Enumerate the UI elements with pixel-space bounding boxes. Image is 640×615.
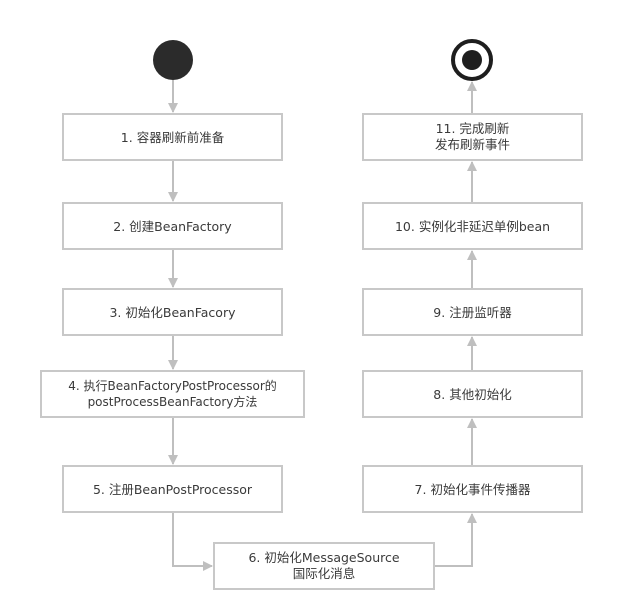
- node-2-label: 2. 创建BeanFactory: [113, 218, 232, 234]
- node-10: 10. 实例化非延迟单例bean: [362, 202, 583, 250]
- node-7: 7. 初始化事件传播器: [362, 465, 583, 513]
- node-4: 4. 执行BeanFactoryPostProcessor的 postProce…: [40, 370, 305, 418]
- node-5-label: 5. 注册BeanPostProcessor: [92, 481, 253, 497]
- node-1: 1. 容器刷新前准备: [62, 113, 283, 161]
- node-11-label: 11. 完成刷新 发布刷新事件: [434, 121, 510, 152]
- node-5: 5. 注册BeanPostProcessor: [62, 465, 283, 513]
- edge-n5-to-n6: [172, 513, 213, 571]
- node-3-label: 3. 初始化BeanFacory: [109, 304, 236, 320]
- node-10-label: 10. 实例化非延迟单例bean: [394, 218, 551, 234]
- node-6-label: 6. 初始化MessageSource 国际化消息: [248, 550, 400, 581]
- node-9-label: 9. 注册监听器: [433, 304, 512, 320]
- start-node: [153, 40, 193, 80]
- node-8-label: 8. 其他初始化: [433, 386, 512, 402]
- end-node-core: [462, 50, 482, 70]
- end-node: [451, 39, 493, 81]
- node-1-label: 1. 容器刷新前准备: [120, 129, 225, 145]
- node-9: 9. 注册监听器: [362, 288, 583, 336]
- edge-n6-to-n7: [435, 513, 477, 567]
- node-3: 3. 初始化BeanFacory: [62, 288, 283, 336]
- node-4-label: 4. 执行BeanFactoryPostProcessor的 postProce…: [68, 379, 277, 409]
- node-11: 11. 完成刷新 发布刷新事件: [362, 113, 583, 161]
- node-2: 2. 创建BeanFactory: [62, 202, 283, 250]
- node-7-label: 7. 初始化事件传播器: [414, 481, 531, 497]
- node-6: 6. 初始化MessageSource 国际化消息: [213, 542, 435, 590]
- node-8: 8. 其他初始化: [362, 370, 583, 418]
